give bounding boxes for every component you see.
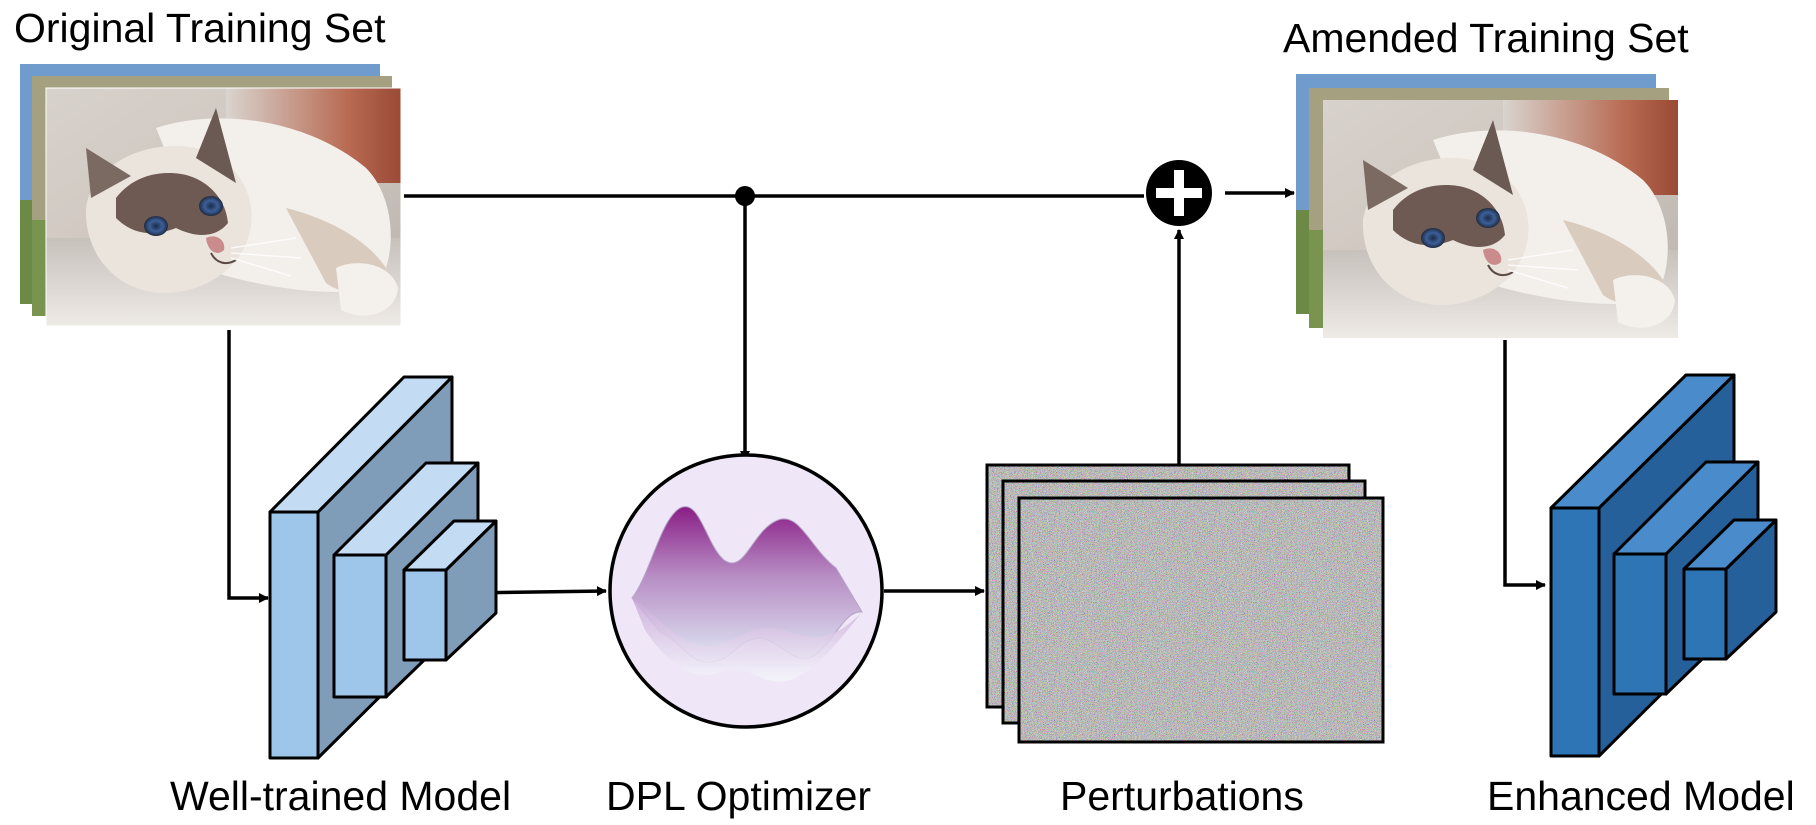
perturbation-card-front <box>1017 496 1385 744</box>
perturbations-label: Perturbations <box>1060 773 1304 819</box>
plus-icon <box>1146 160 1212 226</box>
original-image-front <box>45 87 402 327</box>
original-training-set-label: Original Training Set <box>14 5 386 51</box>
enhanced-model-icon <box>1549 373 1778 758</box>
original-image-stack <box>20 64 402 327</box>
amended-training-set-label: Amended Training Set <box>1283 15 1689 61</box>
original-to-model-arrow <box>227 330 269 603</box>
amended-image-stack <box>1296 74 1679 339</box>
connectors <box>227 188 1546 603</box>
dpl-optimizer-label: DPL Optimizer <box>606 773 871 819</box>
well-trained-model-icon <box>268 375 498 760</box>
enhanced-model-label: Enhanced Model <box>1487 773 1795 819</box>
dpl-optimizer-icon <box>608 453 884 729</box>
well-trained-model-label: Well-trained Model <box>170 773 511 819</box>
amended-image-front <box>1322 99 1679 339</box>
perturbations-stack <box>985 463 1385 744</box>
junction-dot <box>735 186 755 206</box>
amended-to-enhanced-model-arrow <box>1503 340 1546 590</box>
